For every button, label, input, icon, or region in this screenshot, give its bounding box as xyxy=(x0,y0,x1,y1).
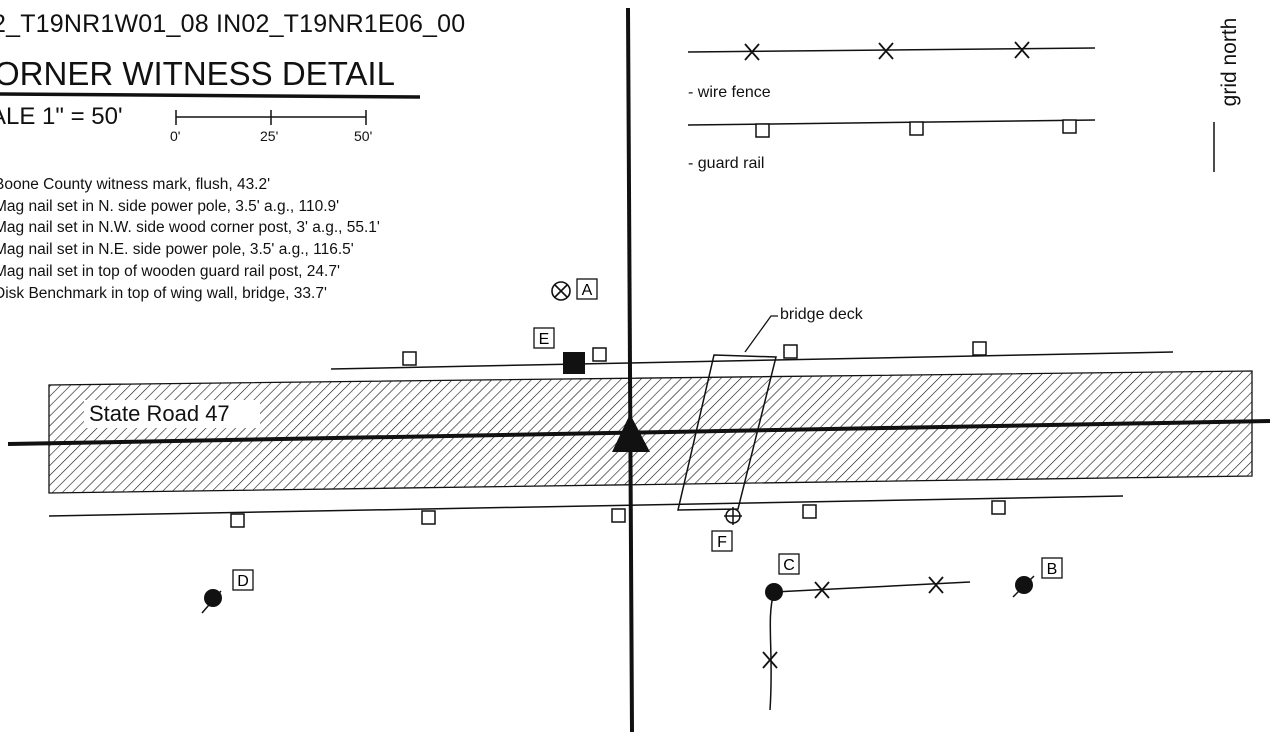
bridge-deck-label: bridge deck xyxy=(780,306,863,323)
point-d-box xyxy=(232,569,254,591)
point-e-label: E xyxy=(539,331,550,348)
point-a-symbol xyxy=(551,281,571,301)
legend-item-e: Mag nail set in top of wooden guard rail… xyxy=(0,263,340,280)
guard-rail-north-posts xyxy=(402,341,987,366)
guard-rail-south xyxy=(48,495,1124,517)
guard-rail-north xyxy=(330,351,1174,370)
point-d-label: D xyxy=(237,573,249,590)
scale-tick-0: 0' xyxy=(170,128,181,144)
point-f-label: F xyxy=(717,534,727,551)
point-c-symbol xyxy=(765,583,783,601)
key-wire-fence-markers xyxy=(744,41,1030,61)
key-guard-rail-label: - guard rail xyxy=(688,155,765,172)
point-d-symbol xyxy=(204,589,222,607)
key-wire-fence-label: - wire fence xyxy=(688,84,771,101)
scale-label: ALE 1" = 50' xyxy=(0,103,123,130)
bridge-deck-outline xyxy=(677,354,777,511)
legend-item-c: Mag nail set in N.W. side wood corner po… xyxy=(0,219,380,236)
section-corner-triangle xyxy=(612,414,650,452)
road-label-bg xyxy=(84,400,260,428)
point-b-box xyxy=(1041,557,1063,579)
legend-item-a: Boone County witness mark, flush, 43.2' xyxy=(0,176,271,193)
point-e-symbol xyxy=(563,352,585,374)
detail-title: ORNER WITNESS DETAIL xyxy=(0,55,395,92)
road-label: State Road 47 xyxy=(89,401,230,426)
point-b-label: B xyxy=(1047,561,1058,578)
fence-c-markers xyxy=(762,576,944,669)
point-b-symbol xyxy=(1015,576,1033,594)
legend-item-f: Disk Benchmark in top of wing wall, brid… xyxy=(0,285,327,302)
title-underline xyxy=(0,92,421,99)
scale-bar xyxy=(175,110,367,125)
point-e-box xyxy=(533,327,555,349)
scale-tick-25: 25' xyxy=(260,128,279,144)
point-f-box xyxy=(711,530,733,552)
scale-tick-50: 50' xyxy=(354,128,373,144)
key-wire-fence-line xyxy=(687,47,1096,53)
point-c-label: C xyxy=(783,557,795,574)
bridge-deck-leader xyxy=(744,315,778,353)
point-c-box xyxy=(778,553,800,575)
legend-item-d: Mag nail set in N.E. side power pole, 3.… xyxy=(0,241,354,258)
point-f-symbol xyxy=(724,507,742,525)
point-a-label: A xyxy=(582,282,593,299)
corner-ids: 2_T19NR1W01_08 IN02_T19NR1E06_00 xyxy=(0,10,466,38)
legend-item-b: Mag nail set in N. side power pole, 3.5'… xyxy=(0,198,340,215)
key-guard-rail-posts xyxy=(755,119,1077,138)
key-guard-rail-line xyxy=(687,119,1096,126)
point-a-box xyxy=(576,278,598,300)
fence-south-from-c xyxy=(769,591,775,711)
section-line xyxy=(626,7,634,733)
grid-north-label: grid north xyxy=(1218,17,1241,107)
guard-rail-south-posts xyxy=(230,500,1006,528)
